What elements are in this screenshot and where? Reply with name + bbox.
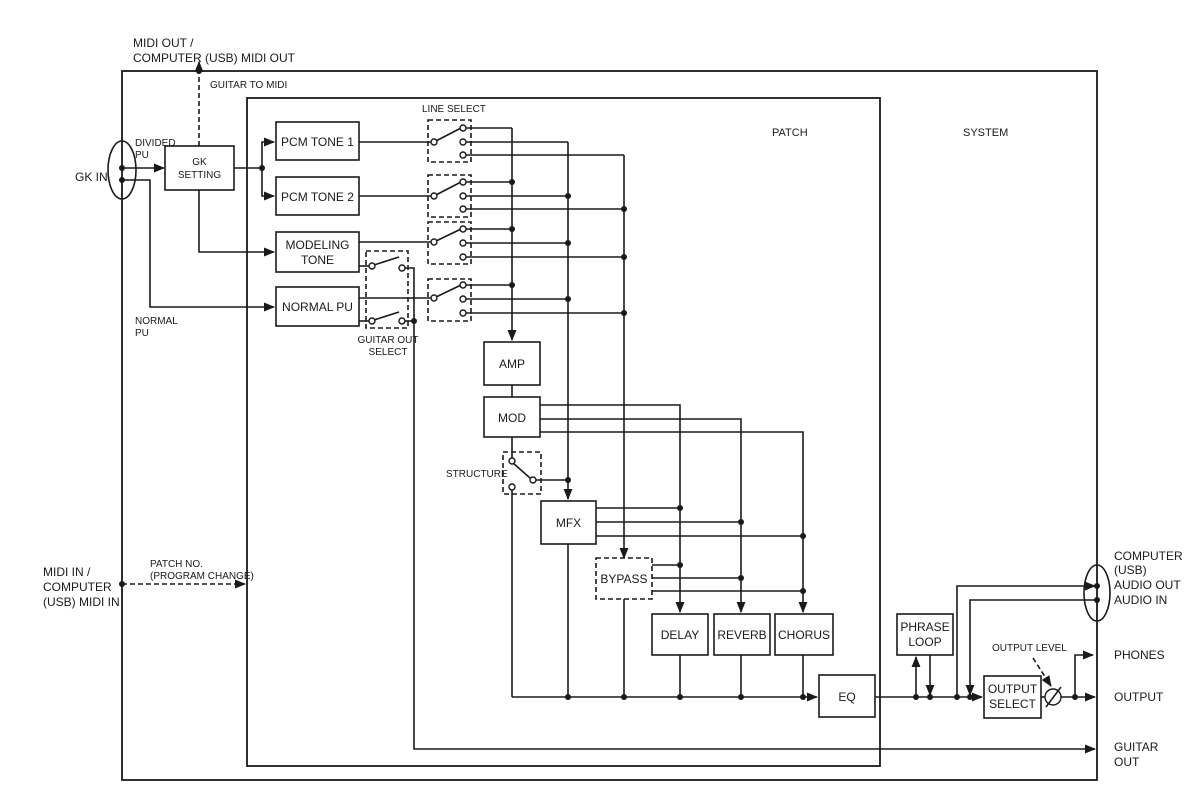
computer-usb-label-2: (USB) [1114, 563, 1147, 577]
guitar-to-midi-label: GUITAR TO MIDI [210, 80, 287, 91]
guitar-out-select-label-1: GUITAR OUT [358, 335, 419, 346]
line-select-label: LINE SELECT [422, 104, 486, 115]
audio-out-label: AUDIO OUT [1114, 578, 1181, 592]
pcm-tone-1-label: PCM TONE 1 [281, 135, 354, 149]
midi-in-label-2: COMPUTER [43, 580, 112, 594]
midi-in-label-3: (USB) MIDI IN [43, 595, 120, 609]
delay-block [651, 613, 709, 656]
mfx-label: MFX [556, 516, 581, 530]
bypass-label: BYPASS [600, 572, 647, 586]
line-select-contacts [430, 124, 467, 317]
patch-section-label: PATCH [772, 127, 808, 139]
patch-frame [246, 97, 881, 767]
guitar-out-select-label-2: SELECT [369, 347, 408, 358]
phrase-loop-block [896, 613, 954, 656]
structure-label: STRUCTURE [446, 469, 508, 480]
midi-in-label-1: MIDI IN / [43, 565, 91, 579]
audio-in-label: AUDIO IN [1114, 593, 1167, 607]
normal-pu-block [275, 286, 360, 327]
modeling-tone-label-1: MODELING [285, 238, 349, 252]
eq-label: EQ [838, 690, 855, 704]
structure-switch [502, 451, 542, 495]
output-select-label-2: SELECT [989, 697, 1036, 711]
output-level-label: OUTPUT LEVEL [992, 643, 1067, 654]
output-select-block [983, 675, 1042, 719]
modeling-tone-label-2: TONE [301, 253, 334, 267]
gk-setting-label-1: GK [192, 157, 207, 168]
reverb-label: REVERB [717, 628, 766, 642]
patch-no-label-1: PATCH NO. [150, 559, 203, 570]
normal-pu-label-2: PU [135, 328, 149, 339]
midi-out-label-line1: MIDI OUT / [133, 36, 194, 50]
guitar-out-label-2: OUT [1114, 755, 1140, 769]
pcm-tone-2-block [275, 176, 360, 216]
line-select-switch-1 [427, 119, 472, 163]
line-select-switch-4 [427, 278, 472, 322]
amp-label: AMP [499, 357, 525, 371]
normal-pu-label-1: NORMAL [135, 316, 178, 327]
delay-label: DELAY [661, 628, 699, 642]
phrase-loop-label-1: PHRASE [900, 620, 949, 634]
output-label: OUTPUT [1114, 690, 1164, 704]
modeling-tone-block [275, 231, 360, 273]
gk-setting-label-2: SETTING [178, 170, 222, 181]
eq-block [818, 674, 876, 718]
system-section-label: SYSTEM [963, 127, 1008, 139]
chorus-block [774, 613, 834, 656]
computer-usb-audio-connector [1083, 564, 1111, 622]
normal-pu-label: NORMAL PU [282, 300, 353, 314]
pcm-tone-1-block [275, 121, 360, 161]
divided-pu-label-2: PU [135, 150, 149, 161]
reverb-block [713, 613, 771, 656]
system-frame [121, 70, 1098, 781]
phrase-loop-label-2: LOOP [908, 635, 941, 649]
computer-usb-label-1: COMPUTER [1114, 549, 1183, 563]
chorus-label: CHORUS [778, 628, 830, 642]
line-select-routing [466, 127, 627, 316]
mod-label: MOD [498, 411, 526, 425]
pcm-tone-2-label: PCM TONE 2 [281, 190, 354, 204]
midi-out-label-line2: COMPUTER (USB) MIDI OUT [133, 51, 296, 65]
gk-setting-block [164, 145, 235, 191]
patch-no-label-2: (PROGRAM CHANGE) [150, 571, 254, 582]
guitar-out-select-switch [365, 250, 409, 329]
guitar-out-label-1: GUITAR [1114, 740, 1159, 754]
phones-label: PHONES [1114, 648, 1165, 662]
gk-in-connector [107, 140, 137, 200]
gk-in-label: GK IN [75, 170, 108, 184]
output-select-label-1: OUTPUT [988, 682, 1038, 696]
divided-pu-label-1: DIVIDED [135, 138, 176, 149]
